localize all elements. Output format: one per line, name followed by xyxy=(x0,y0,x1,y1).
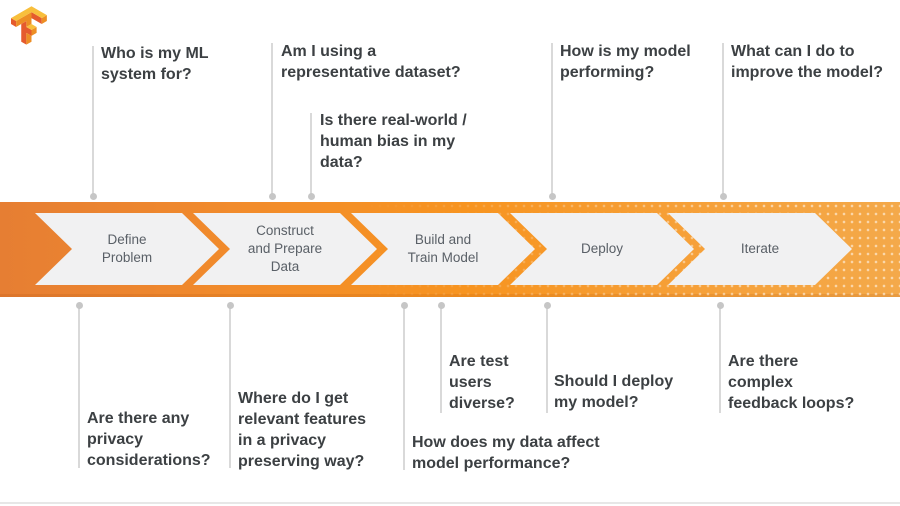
connector-dot-bottom-2 xyxy=(227,302,234,309)
question-model-performing: How is my model performing? xyxy=(560,43,691,81)
connector-dot-bottom-6 xyxy=(717,302,724,309)
connector-dot-bottom-5 xyxy=(544,302,551,309)
stage-label: Iterate xyxy=(740,241,780,256)
stage-label: Construct and Prepare Data xyxy=(247,223,323,274)
question-complex-feedback-loops: Are there complex feedback loops? xyxy=(728,353,855,412)
pipeline-banner: Define Problem Construct and Prepare Dat… xyxy=(0,202,900,297)
connector-dot-bottom-4 xyxy=(438,302,445,309)
connector-line-bottom-2 xyxy=(229,305,231,468)
connector-dot-top-3 xyxy=(308,193,315,200)
question-privacy-preserving-features: Where do I get relevant features in a pr… xyxy=(238,390,367,470)
connector-dot-top-4 xyxy=(549,193,556,200)
stage-iterate: Iterate xyxy=(668,213,852,285)
tensorflow-logo-icon xyxy=(11,6,47,45)
stage-build-train-model: Build and Train Model xyxy=(351,213,535,285)
stage-label: Build and Train Model xyxy=(407,232,479,265)
connector-line-top-4 xyxy=(551,43,553,196)
connector-line-bottom-3 xyxy=(403,305,405,470)
stage-label: Deploy xyxy=(580,241,624,256)
connector-dot-bottom-3 xyxy=(401,302,408,309)
question-improve-model: What can I do to improve the model? xyxy=(731,43,884,81)
connector-dot-top-5 xyxy=(720,193,727,200)
stage-construct-prepare-data: Construct and Prepare Data xyxy=(193,213,377,285)
slide-bottom-edge xyxy=(0,502,900,504)
question-privacy-considerations: Are there any privacy considerations? xyxy=(87,410,211,469)
stage-deploy: Deploy xyxy=(510,213,694,285)
connector-line-bottom-4 xyxy=(440,305,442,413)
connector-line-bottom-5 xyxy=(546,305,548,413)
stage-define-problem: Define Problem xyxy=(35,213,219,285)
question-representative-dataset: Am I using a representative dataset? xyxy=(281,43,461,81)
question-should-i-deploy: Should I deploy my model? xyxy=(554,373,674,411)
connector-dot-top-2 xyxy=(269,193,276,200)
question-who-is-ml-system-for: Who is my ML system for? xyxy=(101,45,209,83)
connector-line-bottom-6 xyxy=(719,305,721,413)
connector-dot-top-1 xyxy=(90,193,97,200)
question-human-bias-in-data: Is there real-world / human bias in my d… xyxy=(320,112,467,171)
connector-line-bottom-1 xyxy=(78,305,80,468)
connector-line-top-1 xyxy=(92,46,94,196)
connector-line-top-2 xyxy=(271,43,273,196)
stage-label: Define Problem xyxy=(101,232,153,265)
question-test-users-diverse: Are test users diverse? xyxy=(449,353,515,412)
question-data-affect-performance: How does my data affect model performanc… xyxy=(412,434,600,472)
connector-dot-bottom-1 xyxy=(76,302,83,309)
connector-line-top-5 xyxy=(722,43,724,196)
connector-line-top-3 xyxy=(310,113,312,196)
